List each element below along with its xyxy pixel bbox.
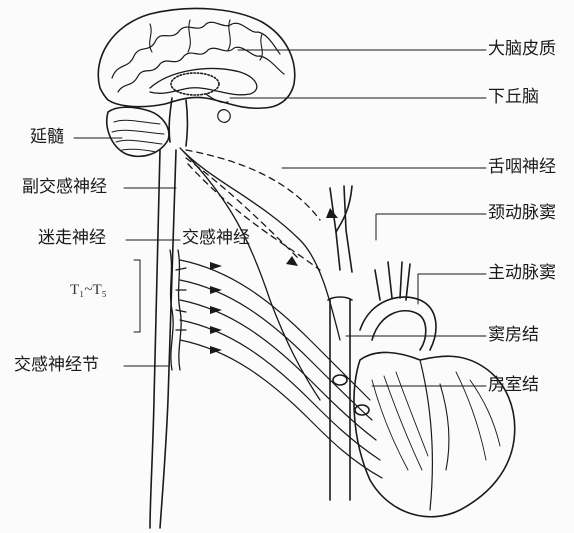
label-parasympathetic-nerve: 副交感神经 — [22, 179, 107, 196]
label-medulla: 延髓 — [30, 129, 64, 146]
label-t1-t5: T₁~T₅ — [70, 283, 107, 298]
label-carotid-sinus: 颈动脉窦 — [488, 205, 556, 222]
brain — [98, 8, 295, 156]
label-atrioventricular-node: 房室结 — [488, 377, 539, 394]
label-hypothalamus: 下丘脑 — [488, 89, 539, 106]
label-sympathetic-nerve: 交感神经 — [182, 230, 250, 247]
carotid-artery — [330, 186, 352, 272]
label-sympathetic-ganglion: 交感神经节 — [14, 357, 99, 374]
label-cerebral-cortex: 大脑皮质 — [488, 41, 556, 58]
label-sinoatrial-node: 窦房结 — [488, 327, 539, 344]
label-glossopharyngeal-nerve: 舌咽神经 — [488, 159, 556, 176]
label-vagus-nerve: 迷走神经 — [38, 230, 106, 247]
vagus-nerve-path — [180, 148, 340, 400]
aortic-arch — [360, 262, 436, 350]
leader-lines — [74, 50, 486, 386]
label-aortic-sinus: 主动脉窦 — [488, 265, 556, 282]
sympathetic-arrowheads — [210, 262, 222, 354]
sinoatrial-node — [333, 375, 347, 385]
